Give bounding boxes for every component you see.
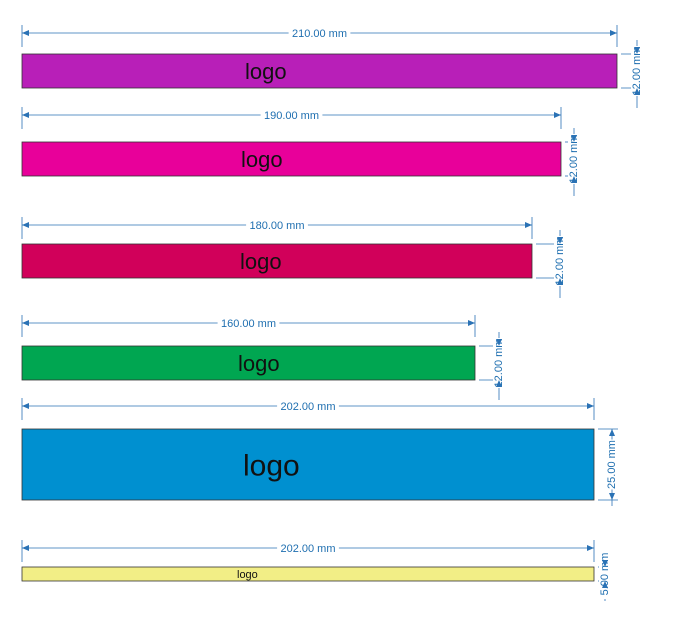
bar-5-rect: [21, 428, 595, 501]
bar-2-height-label: 12.00 mm: [568, 135, 580, 184]
bar-6-group: logo 202.00 mm 5.00 mm: [21, 540, 611, 601]
bar-4-width-label: 160.00 mm: [221, 318, 276, 330]
bar-4-arrow-down: [496, 380, 502, 387]
bar-3-height-label-bg: [554, 236, 566, 286]
bar-2-arrow-up: [571, 135, 577, 142]
bar-6-height-label-bg: [599, 549, 611, 599]
bar-6-arrow-down: [602, 581, 608, 588]
bar-1-height-label: 12.00 mm: [631, 47, 643, 96]
bar-2-rect: [21, 141, 562, 177]
bar-3-height-label: 12.00 mm: [554, 237, 566, 286]
bar-4-arrow-up: [496, 339, 502, 346]
bar-1-logo: logo: [245, 59, 287, 84]
bar-5-height-label-bg: [606, 439, 618, 490]
bar-2-arrow-left: [22, 112, 29, 118]
bar-5-arrow-up: [609, 429, 615, 436]
bar-1-width-label: 210.00 mm: [292, 28, 347, 40]
bar-6-height-label: 5.00 mm: [599, 553, 611, 596]
bar-3-arrow-right: [525, 222, 532, 228]
bar-5-arrow-right: [587, 403, 594, 409]
bar-4-arrow-left: [22, 320, 29, 326]
bar-3-rect: [21, 243, 533, 279]
bar-6-width-label: 202.00 mm: [280, 543, 335, 555]
bar-1-arrow-right: [610, 30, 617, 36]
bar-1-height-label-bg: [631, 46, 643, 96]
bar-3-arrow-left: [22, 222, 29, 228]
bar-3-arrow-down: [557, 278, 563, 285]
bar-4-arrow-right: [468, 320, 475, 326]
bar-4-group: logo 160.00 mm 12.00 mm: [21, 315, 505, 400]
bar-5-arrow-down: [609, 493, 615, 500]
bar-3-group: logo 180.00 mm 12.00 mm: [21, 217, 566, 298]
bar-1-group: logo 210.00 mm 12.00 mm: [21, 25, 643, 108]
bar-6-logo: logo: [237, 569, 258, 581]
bar-5-group: logo 202.00 mm 25.00 mm: [21, 398, 618, 506]
bar-6-rect: [21, 566, 595, 582]
bar-4-logo: logo: [238, 351, 280, 376]
bar-2-width-label: 190.00 mm: [264, 110, 319, 122]
bar-4-height-label-bg: [493, 338, 505, 388]
bar-3-width-label: 180.00 mm: [249, 220, 304, 232]
bar-5-logo: logo: [243, 449, 300, 482]
bar-6-arrow-right: [587, 545, 594, 551]
bar-6-arrow-up: [602, 560, 608, 567]
bar-4-rect: [21, 345, 476, 381]
bar-1-arrow-down: [634, 88, 640, 95]
bar-5-height-label: 25.00 mm: [606, 440, 618, 489]
bar-3-arrow-up: [557, 237, 563, 244]
bar-3-logo: logo: [240, 249, 282, 274]
bar-6-arrow-left: [22, 545, 29, 551]
bar-1-arrow-up: [634, 47, 640, 54]
bar-2-height-label-bg: [568, 134, 580, 184]
bar-4-height-label: 12.00 mm: [493, 339, 505, 388]
bar-2-logo: logo: [241, 147, 283, 172]
bar-1-arrow-left: [22, 30, 29, 36]
bar-2-arrow-right: [554, 112, 561, 118]
bar-5-arrow-left: [22, 403, 29, 409]
bar-5-width-label: 202.00 mm: [280, 401, 335, 413]
bar-2-group: logo 190.00 mm 12.00 mm: [21, 107, 580, 196]
bar-2-arrow-down: [571, 176, 577, 183]
bar-1-rect: [21, 53, 618, 89]
